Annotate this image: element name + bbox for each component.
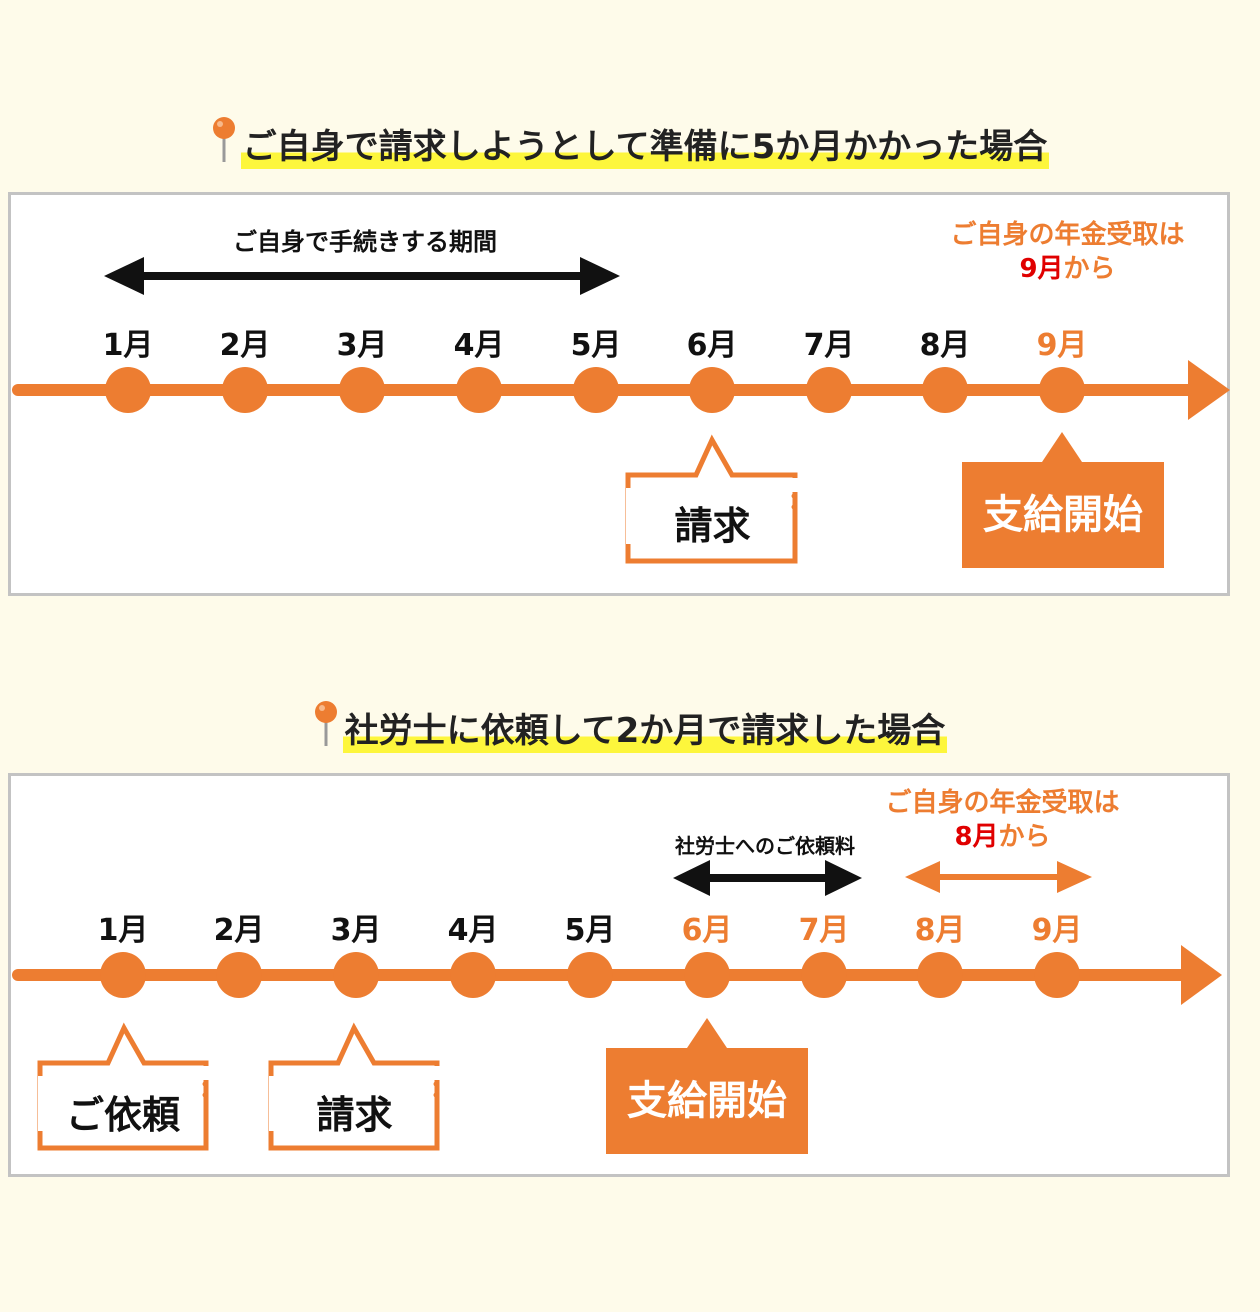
section1-timeline xyxy=(12,360,1230,420)
section1-start-box: 支給開始 xyxy=(962,462,1164,568)
section2-receipt-line1: ご自身の年金受取は xyxy=(885,788,1120,818)
section2-fee-label: 社労士へのご依頼料 xyxy=(675,834,855,858)
section1-claim-bubble xyxy=(625,434,798,564)
section2-claim-bubble xyxy=(268,1022,440,1151)
section2-request-label: ご依頼 xyxy=(65,1093,180,1137)
section1-range-label: ご自身で手続きする期間 xyxy=(233,228,497,256)
section1-receipt-month: 9月 xyxy=(1019,254,1064,284)
section1-month-label: 8月 xyxy=(919,328,971,363)
section2-month-label: 5月 xyxy=(564,913,616,948)
month-dot xyxy=(105,367,151,413)
map-pin-icon xyxy=(211,116,237,175)
month-dot xyxy=(801,952,847,998)
month-dot xyxy=(806,367,852,413)
section1-claim-label: 請求 xyxy=(674,504,751,548)
section2-receipt-note: ご自身の年金受取は 8月から xyxy=(865,786,1140,854)
section2-timeline xyxy=(12,945,1222,1005)
month-dot xyxy=(100,952,146,998)
section1-month-label: 3月 xyxy=(336,328,388,363)
timeline-arrowhead xyxy=(1188,360,1230,420)
section1-receipt-line1: ご自身の年金受取は xyxy=(950,220,1185,250)
section2-request-bubble xyxy=(37,1022,209,1151)
month-dot xyxy=(684,952,730,998)
section2-receipt-suffix: から xyxy=(998,822,1051,852)
section1-month-label: 1月 xyxy=(102,328,154,363)
section1-title: ご自身で請求しようとして準備に5か月かかった場合 xyxy=(0,116,1260,175)
section2-month-label: 4月 xyxy=(447,913,499,948)
section1-month-label: 4月 xyxy=(453,328,505,363)
section1-month-label: 5月 xyxy=(570,328,622,363)
month-dot xyxy=(339,367,385,413)
section2-fee-arrow xyxy=(673,860,862,896)
section1-month-label: 6月 xyxy=(686,328,738,363)
month-dot xyxy=(1034,952,1080,998)
month-dot xyxy=(222,367,268,413)
section2-month-label: 9月 xyxy=(1031,913,1083,948)
section2-receipt-arrow xyxy=(905,861,1092,893)
section2-start-pointer xyxy=(687,1018,727,1048)
month-dot xyxy=(333,952,379,998)
section1-start-pointer xyxy=(1042,432,1082,462)
section2-claim-label: 請求 xyxy=(316,1093,393,1137)
month-dot xyxy=(573,367,619,413)
month-dot xyxy=(922,367,968,413)
section2-month-label: 7月 xyxy=(798,913,850,948)
section1-title-text: ご自身で請求しようとして準備に5か月かかった場合 xyxy=(240,125,1050,169)
timeline-arrowhead xyxy=(1181,945,1222,1005)
section2-title: 社労士に依頼して2か月で請求した場合 xyxy=(0,700,1260,759)
section1-month-label: 7月 xyxy=(803,328,855,363)
map-pin-icon xyxy=(313,700,339,759)
section2-receipt-month: 8月 xyxy=(954,822,999,852)
section2-title-text: 社労士に依頼して2か月で請求した場合 xyxy=(342,709,948,753)
month-dot xyxy=(689,367,735,413)
section1-receipt-note: ご自身の年金受取は 9月から xyxy=(930,218,1205,286)
month-dot xyxy=(1039,367,1085,413)
month-dot xyxy=(917,952,963,998)
section1-month-label: 2月 xyxy=(219,328,271,363)
section2-month-label: 8月 xyxy=(914,913,966,948)
month-dot xyxy=(456,367,502,413)
section2-start-box: 支給開始 xyxy=(606,1048,808,1154)
section1-month-label: 9月 xyxy=(1036,328,1088,363)
section2-month-label: 6月 xyxy=(681,913,733,948)
month-dot xyxy=(450,952,496,998)
month-dot xyxy=(567,952,613,998)
section2-month-label: 2月 xyxy=(213,913,265,948)
section2-month-label: 3月 xyxy=(330,913,382,948)
section1-receipt-suffix: から xyxy=(1063,254,1116,284)
section2-month-label: 1月 xyxy=(97,913,149,948)
month-dot xyxy=(216,952,262,998)
section1-period-arrow xyxy=(104,257,620,295)
